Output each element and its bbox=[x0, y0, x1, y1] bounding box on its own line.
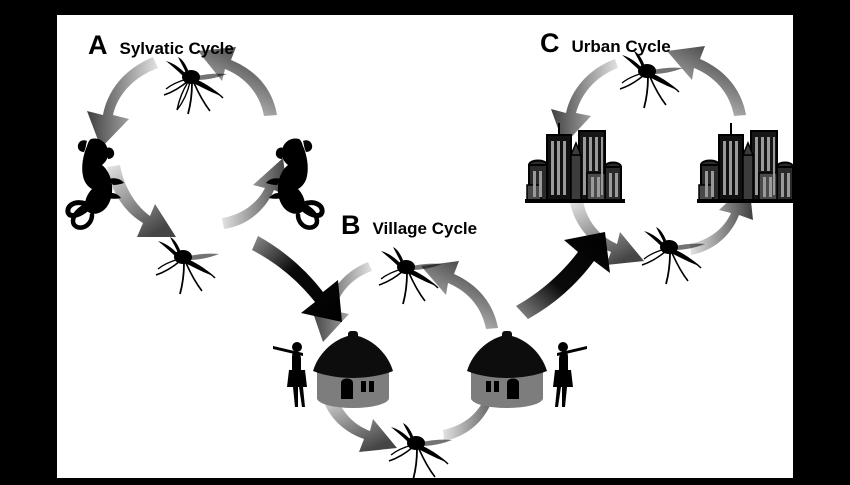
panel-b-label: B Village Cycle bbox=[341, 210, 477, 241]
urban-mosquito-top bbox=[613, 51, 693, 113]
panel-b-title: Village Cycle bbox=[372, 219, 478, 238]
panel-c-title: Urban Cycle bbox=[571, 37, 671, 56]
mosquito-icon bbox=[155, 237, 219, 295]
panel-c-letter: C bbox=[540, 28, 560, 58]
figure-canvas: A Sylvatic Cycle B Village Cycle C Urban Cy… bbox=[57, 15, 793, 478]
mosquito-icon bbox=[641, 227, 705, 285]
panel-a-letter: A bbox=[88, 30, 108, 60]
panel-c-label: C Urban Cycle bbox=[540, 28, 671, 59]
monkey-icon bbox=[266, 138, 325, 230]
sylvatic-monkey-left bbox=[65, 133, 137, 233]
mosquito-icon bbox=[619, 51, 683, 109]
sylvatic-monkey-right bbox=[253, 133, 325, 233]
urban-city-left bbox=[525, 121, 625, 205]
sylvatic-to-village-arrow bbox=[252, 236, 342, 322]
monkey-icon bbox=[65, 138, 124, 230]
mosquito-icon bbox=[163, 57, 227, 115]
city-buildings-icon bbox=[697, 123, 793, 203]
villager-figure bbox=[273, 342, 307, 407]
village-mosquito-bottom bbox=[382, 423, 462, 478]
mosquito-icon bbox=[388, 423, 452, 478]
arrow-village-mosquito-to-hut-left bbox=[311, 262, 372, 342]
hut-icon bbox=[273, 331, 393, 408]
village-mosquito-top bbox=[372, 247, 452, 309]
panel-a-title: Sylvatic Cycle bbox=[119, 39, 234, 58]
village-hut-left bbox=[273, 331, 403, 413]
urban-mosquito-bottom bbox=[635, 227, 715, 289]
villager-figure bbox=[553, 342, 587, 407]
panel-b-letter: B bbox=[341, 210, 361, 240]
village-to-urban-arrow bbox=[516, 232, 610, 319]
panel-a-label: A Sylvatic Cycle bbox=[88, 30, 234, 61]
arrow-urban-city-left-to-mosquito bbox=[570, 201, 644, 265]
sylvatic-mosquito-bottom bbox=[149, 237, 229, 299]
urban-city-right bbox=[697, 121, 793, 205]
mosquito-icon bbox=[378, 247, 442, 305]
sylvatic-mosquito-top bbox=[157, 57, 237, 119]
hut-icon bbox=[467, 331, 587, 408]
city-buildings-icon bbox=[525, 123, 625, 203]
village-hut-right bbox=[457, 331, 587, 413]
